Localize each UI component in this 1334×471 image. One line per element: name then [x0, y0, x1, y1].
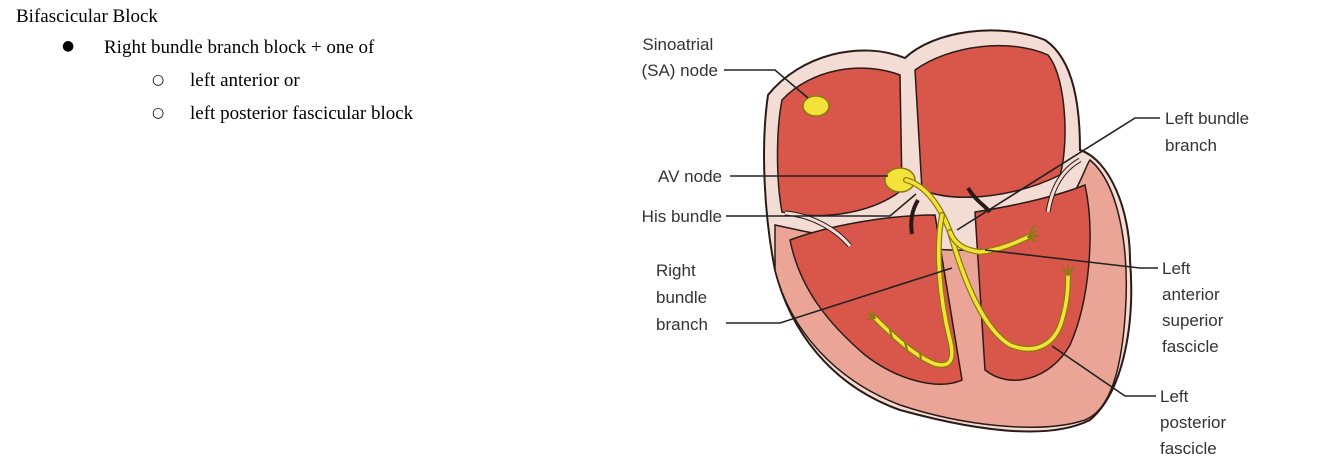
sub-bullet-item: left anterior or [190, 70, 300, 91]
sa-node-label-line-2: (SA) node [641, 61, 718, 80]
lpf-label-line-3: fascicle [1160, 439, 1217, 458]
lasf-label-line-3: superior [1162, 311, 1224, 330]
lasf-label-line-2: anterior [1162, 285, 1220, 304]
left-ventricle [974, 183, 1091, 381]
left-posterior-fascicle-leader-line [1051, 345, 1156, 397]
left-bundle-branch-label-line-1: Left bundle [1165, 109, 1249, 128]
right-bundle-branch-label-line-2: bundle [656, 288, 707, 307]
lpf-label-line-1: Left [1160, 387, 1189, 406]
right-bundle-branch-label: Right bundle branch [656, 261, 712, 334]
sa-node-label-line-1: Sinoatrial [642, 35, 713, 54]
lasf-label-line-4: fascicle [1162, 337, 1219, 356]
sa-node-leader-line [724, 69, 809, 99]
left-anterior-superior-fascicle-label: Left anterior superior fascicle [1162, 259, 1228, 356]
sa-node-label: Sinoatrial (SA) node [641, 35, 718, 80]
av-node [884, 167, 916, 193]
left-posterior-fascicle-label: Left posterior fascicle [1160, 387, 1231, 458]
lasf-label-line-1: Left [1162, 259, 1191, 278]
av-node-label: AV node [658, 167, 722, 186]
tricuspid-valve [784, 211, 852, 247]
left-atrium [914, 44, 1066, 198]
document-title: Bifascicular Block [16, 6, 158, 27]
sub-bullet-circle: ○ [152, 72, 165, 88]
mitral-valve [1046, 158, 1081, 213]
sa-node [802, 95, 830, 117]
left-bundle-branch-leader-line [956, 117, 1160, 231]
heart-conduction-diagram: Sinoatrial (SA) node AV node His bundle … [641, 29, 1254, 458]
his-bundle-label: His bundle [642, 207, 722, 226]
left-bundle-branch-label-line-2: branch [1165, 136, 1217, 155]
right-ventricle [789, 214, 963, 385]
left-bundle-branch-label: Left bundle branch [1165, 109, 1254, 155]
left-anterior-fascicle-leader-line [984, 249, 1158, 269]
bullet-item: Right bundle branch block + one of [104, 37, 375, 58]
sub-bullet-circle: ○ [152, 105, 165, 121]
conduction-system [867, 177, 1074, 368]
bullet-dot: ● [62, 38, 75, 54]
right-bundle-branch-label-line-1: Right [656, 261, 696, 280]
lpf-label-line-2: posterior [1160, 413, 1226, 432]
septal-valve-leaflet [909, 198, 920, 235]
right-bundle-branch-leader-line [726, 267, 953, 324]
right-bundle-branch-label-line-3: branch [656, 315, 708, 334]
right-atrium [776, 67, 903, 217]
sub-bullet-item: left posterior fascicular block [190, 103, 414, 124]
his-bundle-leader-line [726, 193, 917, 217]
